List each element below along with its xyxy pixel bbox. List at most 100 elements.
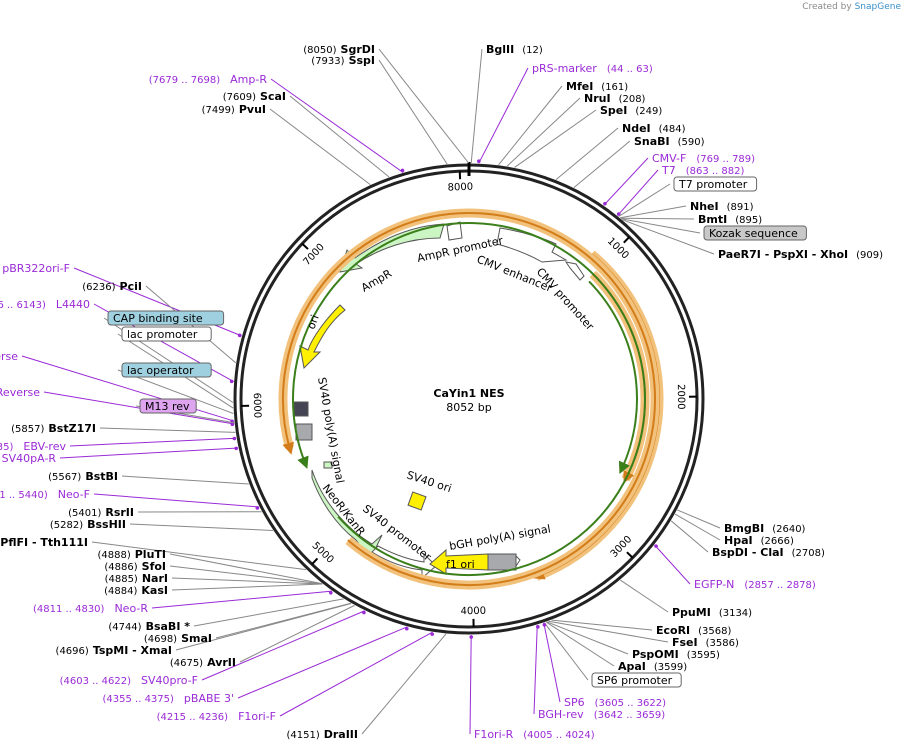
svg-text:(4811 .. 4830)Neo-R: (4811 .. 4830)Neo-R [33, 602, 148, 615]
enzyme-site-label[interactable]: (4698)SmaI [144, 632, 212, 645]
primer-range: (3642 .. 3659) [594, 710, 666, 721]
svg-text:PspOMI(3595): PspOMI(3595) [632, 648, 720, 661]
svg-text:(5762 .. 5781)SV40pA-R: (5762 .. 5781)SV40pA-R [0, 452, 56, 465]
svg-text:(5895 .. 5911)M13 Reverse: (5895 .. 5911)M13 Reverse [0, 386, 40, 399]
leader-line [239, 604, 355, 663]
enzyme-name: PluTI [135, 548, 166, 561]
cmv-enhancer-arrow [496, 227, 568, 263]
enzyme-site-label[interactable]: (4696)TspMI - XmaI [56, 644, 172, 657]
feature-label-sv40-ori: SV40 ori [405, 468, 453, 495]
enzyme-site-label[interactable]: MfeI(161) [566, 80, 628, 93]
primer-range: (4005 .. 4024) [523, 730, 595, 741]
leader-line [193, 598, 344, 627]
feature-box-label[interactable]: lac operator [121, 362, 212, 378]
primer-name: SV40pro-F [141, 674, 198, 687]
enzyme-site-label[interactable]: NruI(208) [584, 92, 646, 105]
enzyme-site-label[interactable]: BglII(12) [486, 43, 543, 56]
enzyme-site-label[interactable]: (4886)SfoI [104, 560, 166, 573]
primer-label[interactable]: (6126 .. 6143)L4440 [0, 298, 90, 311]
primer-label[interactable]: (5908 .. 5930)M13/pUC Reverse [0, 350, 18, 363]
enzyme-site-label[interactable]: (5401)RsrII [68, 506, 134, 519]
enzyme-site-label[interactable]: FseI(3586) [672, 636, 739, 649]
enzyme-site-label[interactable]: (4884)KasI [104, 584, 168, 597]
primer-label[interactable]: SP6(3605 .. 3622) [564, 696, 666, 709]
svg-text:(4885)NarI: (4885)NarI [105, 572, 168, 585]
enzyme-position: (6236) [82, 282, 115, 293]
enzyme-site-label[interactable]: (7933)SspI [311, 54, 375, 67]
primer-label[interactable]: (7679 .. 7698)Amp-R [149, 73, 268, 86]
primer-label[interactable]: (5895 .. 5911)M13 Reverse [0, 386, 40, 399]
primer-label[interactable]: F1ori-R(4005 .. 4024) [474, 728, 595, 741]
leader-line [674, 513, 721, 541]
feature-box-label[interactable]: lac promoter [121, 326, 212, 342]
enzyme-site-label[interactable]: EcoRI(3568) [656, 624, 732, 637]
feature-box-label[interactable]: Kozak sequence [703, 225, 807, 241]
primer-range: (2857 .. 2878) [744, 580, 816, 591]
primer-label[interactable]: (6377 .. 6396)pBR322ori-F [0, 262, 70, 275]
primer-label[interactable]: (4355 .. 4375)pBABE 3' [103, 692, 235, 705]
primer-label[interactable]: T7(863 .. 882) [661, 164, 745, 177]
enzyme-site-label[interactable]: (4885)NarI [105, 572, 168, 585]
primer-label[interactable]: (4811 .. 4830)Neo-R [33, 602, 148, 615]
leader-line [618, 183, 671, 217]
leader-line [289, 95, 390, 178]
svg-text:(5567)BstBI: (5567)BstBI [48, 470, 118, 483]
primer-label[interactable]: (5421 .. 5440)Neo-F [0, 488, 90, 501]
enzyme-site-label[interactable]: (7499)PvuI [202, 103, 266, 116]
feature-box-label[interactable]: T7 promoter [673, 176, 758, 192]
leader-line [546, 621, 629, 655]
enzyme-position: (5567) [48, 472, 81, 483]
svg-text:(4888)PluTI: (4888)PluTI [97, 548, 166, 561]
enzyme-name: SfoI [142, 560, 166, 573]
primer-label[interactable]: EGFP-N(2857 .. 2878) [694, 578, 816, 591]
feature-box-label[interactable]: SP6 promoter [591, 672, 682, 688]
primer-label[interactable]: pRS-marker(44 .. 63) [532, 62, 653, 75]
enzyme-position: (2708) [792, 548, 825, 559]
primer-label[interactable]: (5762 .. 5781)SV40pA-R [0, 452, 57, 465]
svg-text:MfeI(161): MfeI(161) [566, 80, 628, 93]
svg-text:(7933)SspI: (7933)SspI [311, 54, 375, 67]
feature-box [121, 326, 212, 342]
enzyme-site-label[interactable]: ApaI(3599) [618, 660, 687, 673]
primer-label[interactable]: BGH-rev(3642 .. 3659) [538, 708, 665, 721]
primer-name: SP6 [564, 696, 585, 709]
primer-label[interactable]: (5816 .. 5835)EBV-rev [0, 440, 66, 453]
enzyme-site-label[interactable]: PpuMI(3134) [672, 606, 752, 619]
svg-text:NdeI(484): NdeI(484) [622, 122, 686, 135]
enzyme-site-label[interactable]: BmtI(895) [698, 213, 762, 226]
primer-label[interactable]: CMV-F(769 .. 789) [652, 152, 755, 165]
leader-line [498, 85, 563, 166]
feature-box-label[interactable]: CAP binding site [107, 310, 225, 326]
enzyme-site-label[interactable]: (5282)BssHII [50, 518, 126, 531]
enzyme-site-label[interactable]: BspDI - ClaI(2708) [712, 546, 825, 559]
enzyme-site-label[interactable]: SpeI(249) [600, 104, 662, 117]
enzyme-site-label[interactable]: PaeR7I - PspXI - XhoI(909) [718, 248, 883, 261]
enzyme-site-label[interactable]: (5003)PflFI - Tth111I [0, 536, 88, 549]
enzyme-site-label[interactable]: HpaI(2666) [724, 534, 794, 547]
enzyme-name: KasI [141, 584, 168, 597]
svg-text:(4884)KasI: (4884)KasI [104, 584, 168, 597]
feature-box-label[interactable]: M13 rev [139, 398, 197, 414]
enzyme-site-label[interactable]: (4744)BsaBI * [108, 620, 190, 633]
primer-label[interactable]: (4603 .. 4622)SV40pro-F [60, 674, 198, 687]
primer-label[interactable]: (4215 .. 4236)F1ori-F [157, 710, 276, 723]
enzyme-site-label[interactable]: (5857)BstZ17I [11, 422, 96, 435]
enzyme-site-label[interactable]: (5567)BstBI [48, 470, 118, 483]
enzyme-site-label[interactable]: NheI(891) [690, 200, 754, 213]
enzyme-site-label[interactable]: (8050)SgrDI [303, 43, 375, 56]
enzyme-site-label[interactable]: (4888)PluTI [97, 548, 166, 561]
snapgene-brand: SnapGene [854, 2, 901, 12]
enzyme-site-label[interactable]: (4151)DraIII [286, 728, 358, 741]
enzyme-site-label[interactable]: BmgBI(2640) [724, 522, 806, 535]
feature-box-text: lac operator [127, 364, 194, 377]
enzyme-name: PciI [120, 280, 142, 293]
feature-arrows [293, 221, 585, 580]
enzyme-site-label[interactable]: (4675)AvrII [170, 656, 236, 669]
enzyme-site-label[interactable]: SnaBI(590) [634, 135, 705, 148]
primer-name: M13 Reverse [0, 386, 40, 399]
enzyme-site-label[interactable]: PspOMI(3595) [632, 648, 720, 661]
enzyme-site-label[interactable]: NdeI(484) [622, 122, 686, 135]
enzyme-site-label[interactable]: (7609)ScaI [223, 90, 286, 103]
svg-text:(4696)TspMI - XmaI: (4696)TspMI - XmaI [56, 644, 172, 657]
enzyme-site-label[interactable]: (6236) PciI [82, 280, 142, 293]
